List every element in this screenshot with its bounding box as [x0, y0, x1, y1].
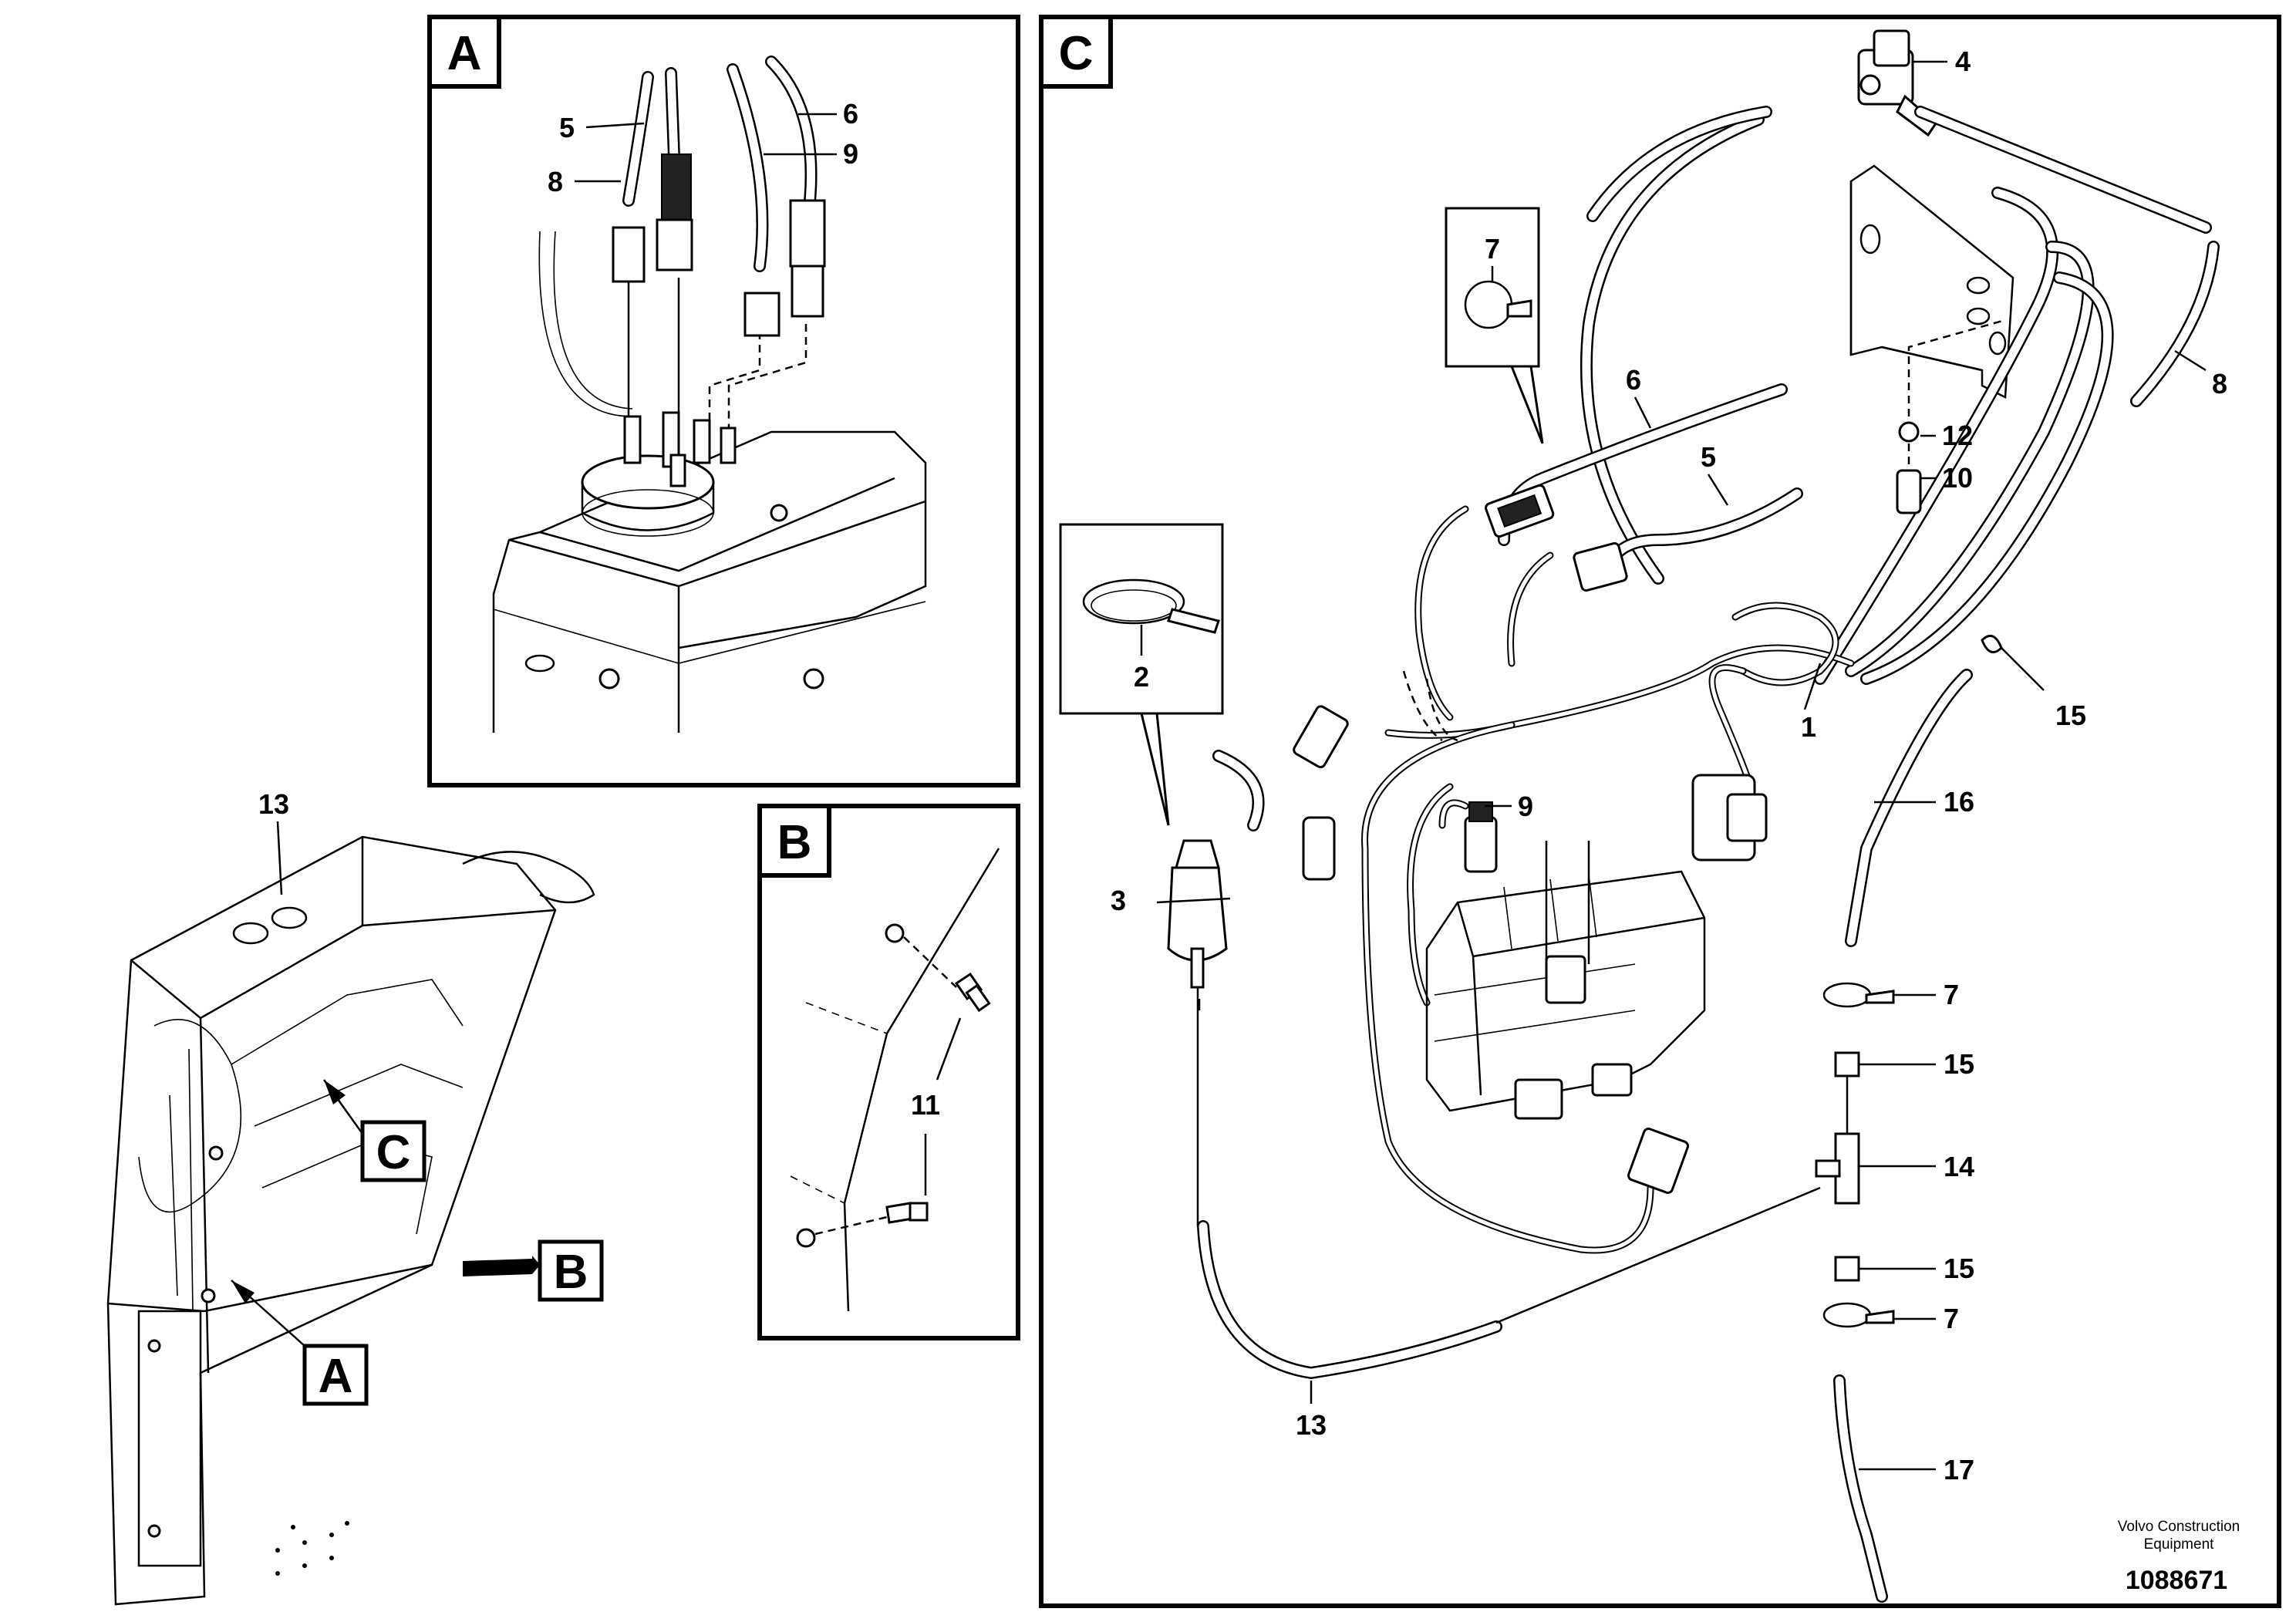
callout-c-1: 1 [1801, 711, 1816, 743]
callout-c-16: 16 [1944, 786, 1974, 818]
callout-c-15c: 15 [1944, 1253, 1974, 1284]
marker-c: C [376, 1126, 411, 1179]
filter-and-line [1156, 750, 1821, 1380]
callout-c-5: 5 [1701, 441, 1716, 473]
panel-b: B 11 [757, 804, 1020, 1340]
dosing-module [1425, 870, 1706, 1120]
panel-b-letter: B [777, 816, 812, 869]
callout-c-3: 3 [1111, 885, 1126, 916]
panel-c-hoses [1498, 106, 2220, 685]
callout-a-9: 9 [843, 138, 858, 170]
marker-b: B [554, 1246, 588, 1299]
panel-a: A [427, 15, 1020, 787]
callout-c-4: 4 [1955, 46, 1971, 77]
callout-c-8: 8 [2212, 368, 2227, 400]
wiring-harness [1361, 505, 1855, 1254]
tank-illustration [492, 231, 927, 733]
document-number: 1088671 [2126, 1566, 2227, 1595]
callout-overview-13: 13 [258, 788, 289, 820]
callout-c-12: 12 [1942, 420, 1973, 451]
panel-a-letter: A [447, 27, 482, 80]
drain-line [1815, 634, 2003, 1603]
callout-a-6: 6 [843, 98, 858, 130]
panel-c-letter-box [1039, 15, 1113, 89]
callout-c-2: 2 [1134, 661, 1149, 693]
panel-a-letter-box [427, 15, 501, 89]
bracket-edge [790, 848, 1000, 1312]
callout-c-17: 17 [1944, 1454, 1974, 1485]
manufacturer-line1: Volvo Construction [2118, 1519, 2240, 1535]
bracket [1849, 164, 2014, 399]
callout-c-13: 13 [1296, 1409, 1327, 1441]
callout-c-14: 14 [1944, 1151, 1974, 1182]
marker-a: A [319, 1350, 353, 1403]
manufacturer-line2: Equipment [2144, 1536, 2215, 1553]
panel-b-letter-box [757, 804, 831, 878]
callout-c-7b: 7 [1944, 1303, 1959, 1334]
panel-c-frame [1039, 15, 2281, 1608]
callout-c-7a: 7 [1944, 979, 1959, 1010]
overview-illustration: 13 A B C [106, 788, 604, 1606]
callout-c-7-box: 7 [1485, 233, 1500, 265]
panel-a-hoses [612, 56, 826, 428]
callout-c-15b: 15 [1944, 1048, 1974, 1080]
callout-c-6: 6 [1626, 364, 1641, 396]
panel-c-letter: C [1059, 27, 1094, 80]
callout-c-15a: 15 [2055, 700, 2086, 731]
callout-a-8: 8 [548, 166, 563, 197]
callout-b-11: 11 [911, 1089, 940, 1121]
hose-clamp-detail: 7 [1445, 207, 1544, 444]
callout-c-9: 9 [1518, 791, 1533, 822]
callout-a-5: 5 [559, 112, 575, 143]
valve [1857, 29, 1937, 137]
callout-c-10: 10 [1942, 462, 1973, 494]
panel-b-frame [757, 804, 1020, 1340]
tie-strap-detail: 2 [1059, 523, 1224, 826]
panel-c: C [1039, 15, 2281, 1608]
panel-a-frame [427, 15, 1020, 787]
